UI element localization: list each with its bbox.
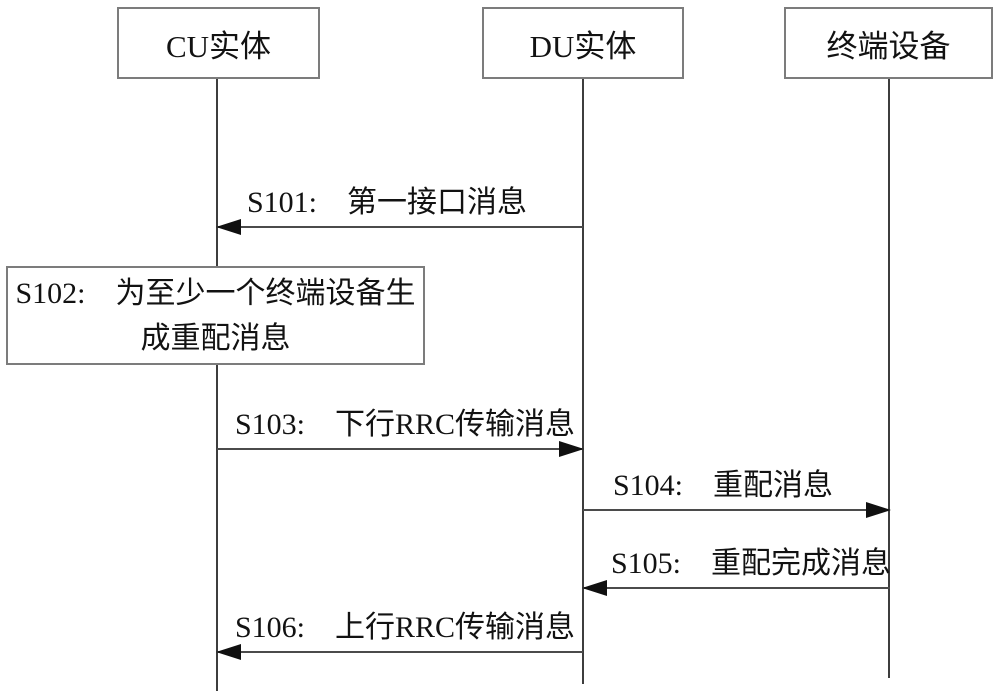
entity-label-du: DU实体 xyxy=(529,28,637,64)
arrow-line xyxy=(217,226,583,228)
process-text-line1: S102: 为至少一个终端设备生 xyxy=(15,276,416,310)
message-label-s101: S101: 第一接口消息 xyxy=(247,186,528,219)
process-box-s102: S102: 为至少一个终端设备生 成重配消息 xyxy=(6,266,425,365)
message-label-s103: S103: 下行RRC传输消息 xyxy=(235,408,576,441)
lifeline-cu xyxy=(216,79,218,691)
message-label-s105: S105: 重配完成消息 xyxy=(611,547,892,580)
message-label-s106: S106: 上行RRC传输消息 xyxy=(235,611,576,644)
arrow-line xyxy=(217,448,583,450)
entity-box-cu: CU实体 xyxy=(117,7,320,79)
message-label-s104: S104: 重配消息 xyxy=(613,469,834,502)
entity-box-du: DU实体 xyxy=(482,7,684,79)
arrowhead-left-icon xyxy=(582,580,607,596)
arrow-line xyxy=(583,509,890,511)
arrowhead-right-icon xyxy=(559,441,584,457)
lifeline-du xyxy=(582,79,584,684)
arrowhead-left-icon xyxy=(216,219,241,235)
entity-label-cu: CU实体 xyxy=(165,28,272,64)
process-text-line2: 成重配消息 xyxy=(140,321,291,355)
arrowhead-right-icon xyxy=(866,502,891,518)
entity-label-terminal-device: 终端设备 xyxy=(826,28,951,64)
lifeline-terminal-device xyxy=(888,79,890,678)
arrowhead-left-icon xyxy=(216,644,241,660)
arrow-line xyxy=(583,587,890,589)
arrow-line xyxy=(217,651,583,653)
entity-box-terminal-device: 终端设备 xyxy=(784,7,993,79)
